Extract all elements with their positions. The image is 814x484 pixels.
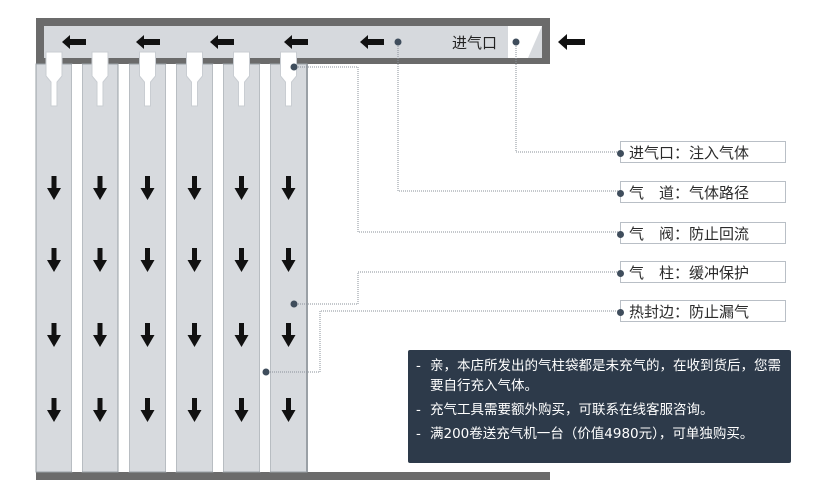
- pointer-dot: [394, 38, 402, 46]
- arrow-down-icon: [93, 323, 107, 347]
- arrow-down-icon: [187, 323, 202, 347]
- arrow-left-icon: [62, 35, 86, 49]
- arrow-down-icon: [234, 323, 249, 347]
- leader-line: [294, 66, 620, 233]
- leader-line: [397, 42, 620, 192]
- valve-icon: [233, 51, 250, 107]
- notice-line: - 亲，本店所发出的气柱袋都是未充气的，在收到货后，您需要自行充入气体。: [416, 358, 781, 394]
- arrow-down-icon: [281, 176, 296, 200]
- notice-text: 满200卷送充气机一台（价值4980元），可单独购买。: [430, 426, 754, 442]
- pointer-dot: [290, 63, 298, 71]
- arrow-down-icon: [187, 398, 202, 422]
- notice-panel: - 亲，本店所发出的气柱袋都是未充气的，在收到货后，您需要自行充入气体。 - 充…: [408, 350, 791, 463]
- arrow-left-icon: [210, 35, 234, 49]
- label-heat-seal: 热封边：防止漏气: [617, 300, 786, 322]
- pointer-dot: [262, 368, 270, 376]
- arrow-down-icon: [93, 398, 107, 422]
- arrow-down-icon: [281, 323, 296, 347]
- label-air-channel: 气 道：气体路径: [617, 181, 786, 203]
- bottom-frame: [36, 472, 550, 480]
- arrow-down-icon: [187, 248, 202, 272]
- arrow-down-icon: [234, 398, 249, 422]
- heat-seal-gap: [260, 64, 270, 472]
- arrow-down-icon: [140, 176, 155, 200]
- arrow-down-icon: [234, 248, 249, 272]
- label-valve: 气 阀：防止回流: [617, 222, 786, 244]
- arrow-down-icon: [187, 176, 202, 200]
- arrow-down-icon: [281, 398, 296, 422]
- heat-seal-gap: [213, 64, 223, 472]
- inlet-text: 进气口: [452, 34, 498, 52]
- valve-icon: [139, 51, 156, 107]
- arrow-left-icon: [558, 34, 585, 50]
- pointer-dot: [290, 300, 298, 308]
- arrow-down-icon: [140, 398, 155, 422]
- arrow-down-icon: [281, 248, 296, 272]
- heat-seal-gap: [166, 64, 176, 472]
- valve-icon: [45, 51, 63, 107]
- label-inlet: 进气口：注入气体: [617, 141, 786, 163]
- notice-text: 充气工具需要额外购买，可联系在线客服咨询。: [430, 402, 714, 418]
- arrow-down-icon: [140, 323, 155, 347]
- leader-line: [266, 310, 620, 373]
- valve-icon: [186, 51, 203, 107]
- arrow-down-icon: [47, 248, 61, 272]
- notice-line: - 充气工具需要额外购买，可联系在线客服咨询。: [416, 400, 783, 420]
- heat-seal-gap: [119, 64, 129, 472]
- arrow-down-icon: [234, 176, 249, 200]
- heat-seal-gap: [72, 64, 82, 472]
- arrow-left-icon: [284, 35, 308, 49]
- arrow-left-icon: [136, 35, 160, 49]
- label-air-column: 气 柱：缓冲保护: [617, 261, 786, 283]
- arrow-down-icon: [47, 398, 61, 422]
- arrow-down-icon: [47, 176, 61, 200]
- valve-icon: [91, 51, 109, 107]
- leader-line: [515, 42, 620, 153]
- arrow-down-icon: [93, 176, 107, 200]
- arrow-down-icon: [93, 248, 107, 272]
- arrow-down-icon: [140, 248, 155, 272]
- arrow-left-icon: [360, 35, 384, 49]
- arrow-down-icon: [47, 323, 61, 347]
- pointer-dot: [512, 38, 520, 46]
- notice-line: - 满200卷送充气机一台（价值4980元），可单独购买。: [416, 424, 783, 444]
- leader-line: [294, 271, 620, 305]
- notice-text: 亲，本店所发出的气柱袋都是未充气的，在收到货后，您需要自行充入气体。: [430, 358, 781, 394]
